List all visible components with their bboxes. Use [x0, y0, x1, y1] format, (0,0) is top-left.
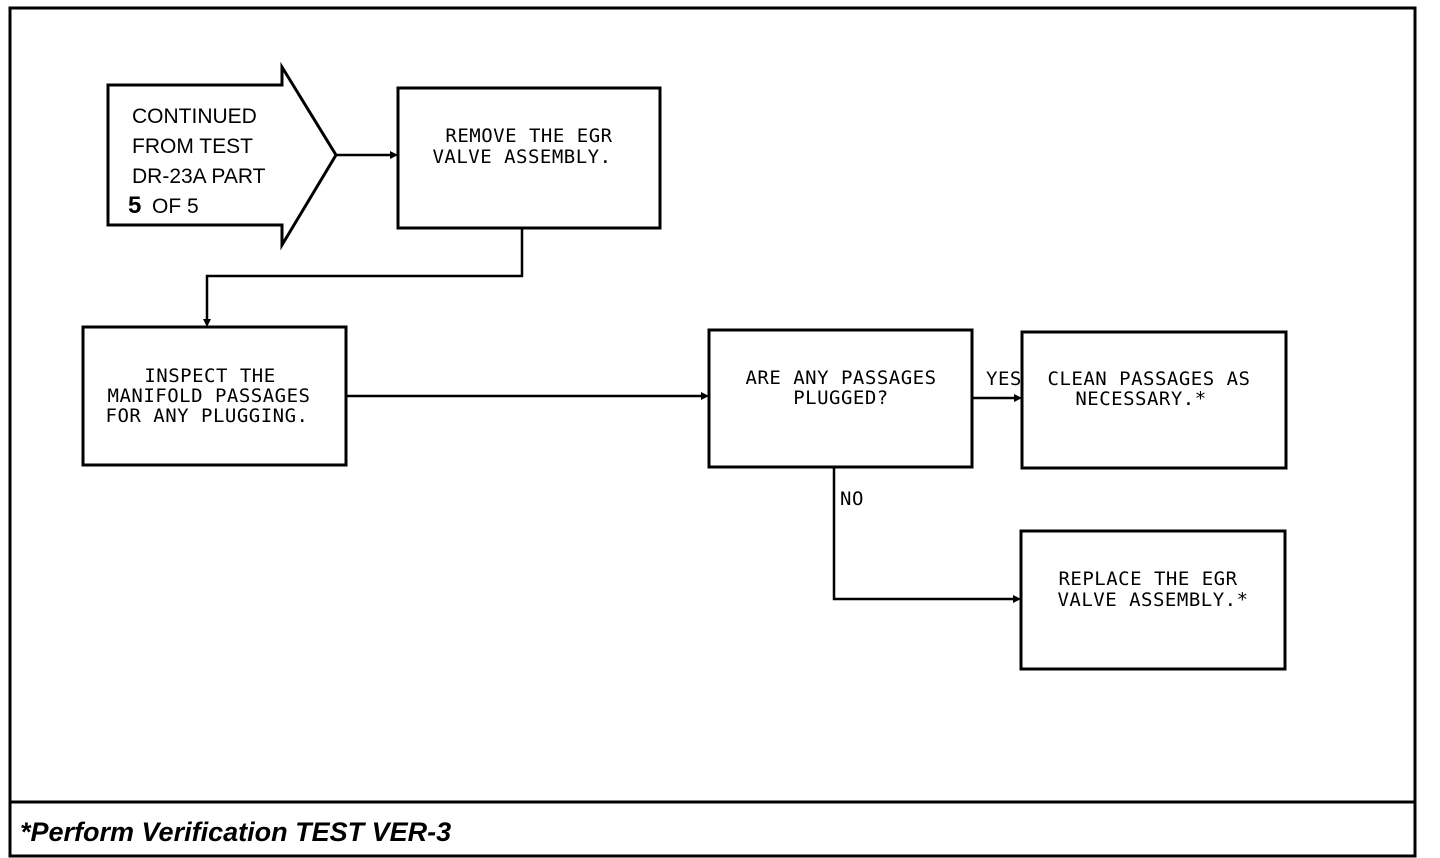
no-label: NO	[840, 488, 864, 510]
node-inspect-manifold-box	[81, 325, 348, 467]
node-clean-passages-line-2: NECESSARY.*	[1075, 388, 1206, 410]
arrowhead	[203, 319, 211, 327]
continued-from-shape	[106, 61, 338, 251]
node-inspect-manifold: INSPECT THE MANIFOLD PASSAGES FOR ANY PL…	[81, 325, 348, 467]
connector-continued-to-remove	[336, 151, 398, 159]
node-remove-egr-line-2: VALVE ASSEMBLY.	[432, 146, 611, 168]
node-remove-egr-box	[396, 86, 662, 230]
arrowhead	[1013, 595, 1021, 603]
arrowhead	[701, 392, 709, 400]
connector-remove-to-inspect	[203, 228, 524, 327]
node-passages-plugged-box	[707, 328, 974, 469]
continued-from-line-3: DR-23A PART	[132, 165, 266, 188]
node-replace-egr: REPLACE THE EGR VALVE ASSEMBLY.*	[1019, 529, 1287, 671]
arrowhead	[390, 151, 398, 159]
node-passages-plugged: ARE ANY PASSAGES PLUGGED?	[707, 328, 974, 469]
continued-from-part-of: OF 5	[152, 195, 199, 218]
continued-from-line-1: CONTINUED	[132, 105, 257, 128]
connector-inspect-to-decision	[346, 392, 709, 400]
node-clean-passages-line-1: CLEAN PASSAGES AS	[1048, 368, 1251, 390]
node-replace-egr-line-1: REPLACE THE EGR	[1058, 568, 1237, 590]
node-inspect-manifold-line-1: INSPECT THE	[144, 365, 275, 387]
node-replace-egr-line-2: VALVE ASSEMBLY.*	[1057, 589, 1248, 611]
yes-label: YES	[986, 368, 1022, 390]
node-clean-passages: CLEAN PASSAGES AS NECESSARY.*	[1020, 330, 1288, 470]
arrowhead	[1014, 394, 1022, 402]
connector-decision-yes	[972, 394, 1022, 402]
node-passages-plugged-line-2: PLUGGED?	[793, 387, 889, 409]
node-inspect-manifold-line-2: MANIFOLD PASSAGES	[108, 385, 311, 407]
continued-from-line-2: FROM TEST	[132, 135, 253, 158]
node-remove-egr-line-1: REMOVE THE EGR	[445, 125, 612, 147]
connector-decision-no	[832, 467, 1021, 603]
continued-from-arrow: CONTINUED FROM TEST DR-23A PART 5 OF 5	[106, 61, 338, 251]
node-replace-egr-box	[1019, 529, 1287, 671]
continued-from-part-number: 5	[128, 192, 141, 219]
footer-note: *Perform Verification TEST VER-3	[20, 817, 451, 847]
node-passages-plugged-line-1: ARE ANY PASSAGES	[745, 367, 936, 389]
node-clean-passages-box	[1020, 330, 1288, 470]
outer-frame	[8, 6, 1417, 858]
node-remove-egr: REMOVE THE EGR VALVE ASSEMBLY.	[396, 86, 662, 230]
node-inspect-manifold-line-3: FOR ANY PLUGGING.	[106, 405, 309, 427]
